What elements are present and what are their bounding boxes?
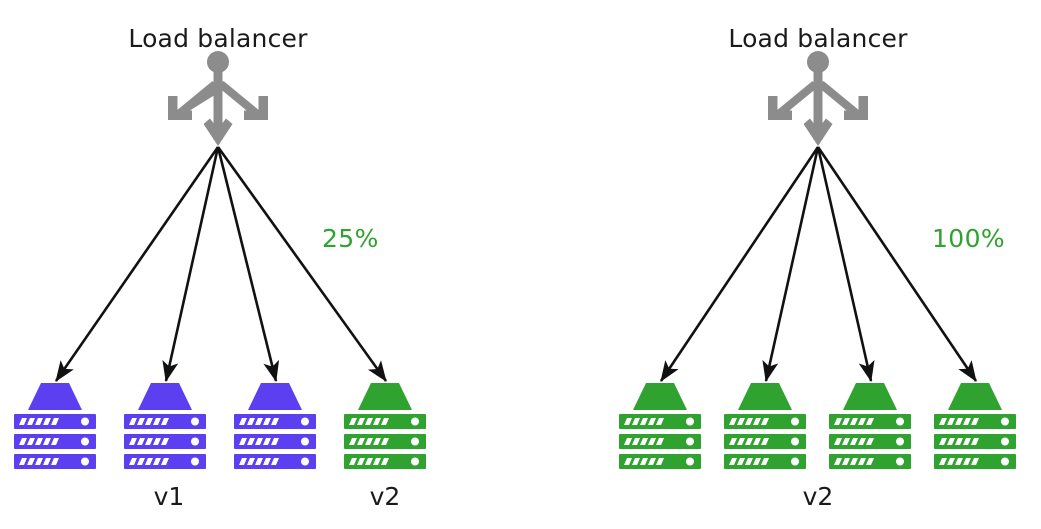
right-server-2 xyxy=(724,383,806,469)
panel-right-graphics xyxy=(619,51,1016,469)
arrow-to-right-server-4 xyxy=(816,146,978,382)
traffic-arrows-left xyxy=(54,146,388,383)
right-server-4 xyxy=(934,383,1016,469)
version-label-v2-left: v2 xyxy=(369,482,401,511)
arrow-to-left-server-3 xyxy=(216,146,280,383)
arrow-to-left-server-1 xyxy=(54,146,220,382)
load-balancer-title-right: Load balancer xyxy=(728,24,908,53)
left-server-2 xyxy=(124,383,206,469)
arrow-to-right-server-1 xyxy=(659,146,820,382)
arrow-to-left-server-2 xyxy=(162,146,220,383)
load-balancer-title-left: Load balancer xyxy=(128,24,308,53)
traffic-arrows-right xyxy=(659,146,978,383)
arrow-to-right-server-2 xyxy=(762,146,820,383)
load-balancer-arrows-icon xyxy=(168,51,268,146)
version-label-v2-right: v2 xyxy=(802,482,834,511)
traffic-percent-right: 100% xyxy=(932,224,1006,253)
traffic-percent-left: 25% xyxy=(322,224,379,253)
load-balancer-arrows-icon xyxy=(768,51,868,146)
left-server-4 xyxy=(344,383,426,469)
left-server-1 xyxy=(14,383,96,469)
arrow-to-left-server-4 xyxy=(216,146,388,382)
right-server-1 xyxy=(619,383,701,469)
right-server-3 xyxy=(829,383,911,469)
version-label-v1-left: v1 xyxy=(153,482,185,511)
arrow-to-right-server-3 xyxy=(816,146,875,383)
left-server-3 xyxy=(234,383,316,469)
panel-left-graphics xyxy=(14,51,426,469)
